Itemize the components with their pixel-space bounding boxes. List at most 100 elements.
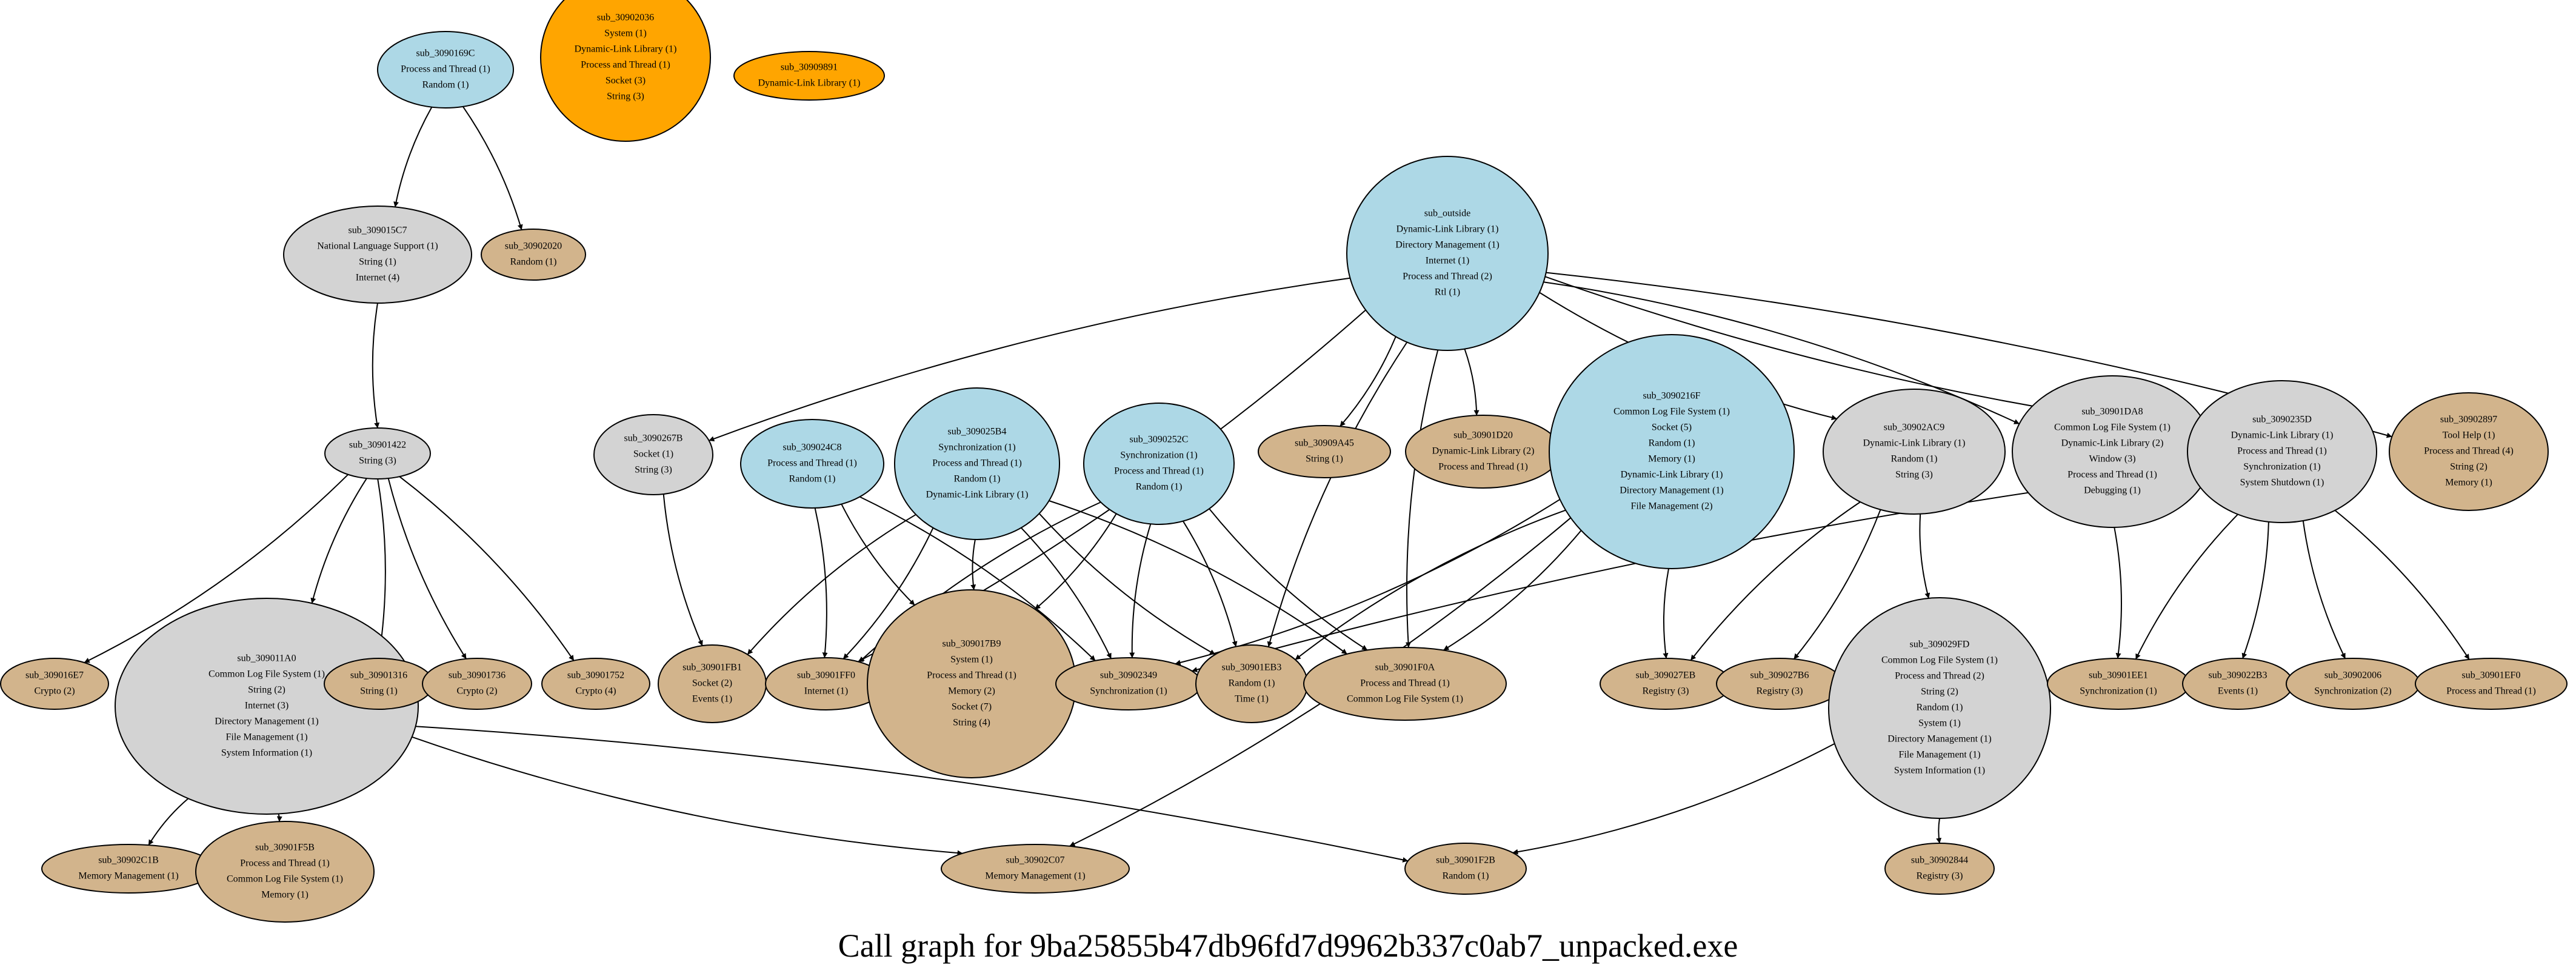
node-api-category: Random (1) [1917,703,1963,713]
call-edge [1209,508,1368,651]
call-edge [841,504,915,606]
node-api-category: Random (1) [1136,482,1183,492]
call-edge [1129,524,1152,658]
node-ellipse [1346,156,1549,351]
node-api-category: Rtl (1) [1435,287,1460,298]
node-title: sub_30901316 [350,670,407,681]
call-edge [393,107,433,207]
node-title: sub_30902C1B [98,855,159,866]
node-api-category: Memory Management (1) [78,871,178,881]
node-api-category: Dynamic-Link Library (1) [2231,430,2334,441]
node-title: sub_30901736 [449,670,506,681]
node-title: sub_outside [1424,209,1470,219]
node-api-category: Dynamic-Link Library (2) [1432,446,1535,456]
node-ellipse [2187,380,2377,523]
node-api-category: Synchronization (1) [2243,462,2321,472]
node-title: sub_309029FD [1910,640,1970,650]
node-api-category: Synchronization (1) [2080,686,2157,697]
call-edge [2302,520,2346,659]
node-ellipse [1083,403,1235,525]
node-api-category: String (4) [953,718,990,728]
node-title: sub_309025B4 [948,427,1007,437]
node-api-category: Registry (3) [1917,871,1963,881]
node-api-category: Process and Thread (1) [2067,470,2157,480]
node-ellipse [283,206,472,304]
node-title: sub_30902036 [597,13,654,23]
node-api-category: File Management (1) [1898,750,1980,760]
call-edge [1512,743,1835,855]
call-edge [2334,510,2470,660]
node-api-category: Memory (1) [261,890,309,900]
node-api-category: Common Log File System (1) [209,669,325,680]
graph-caption: Call graph for 9ba25855b47db96fd7d9962b3… [838,928,1738,964]
node-api-category: Process and Thread (2) [1895,671,1984,681]
node-title: sub_3090216F [1643,391,1700,401]
node-api-category: Debugging (1) [2084,486,2141,496]
node-api-category: Process and Thread (1) [1438,462,1528,472]
node-title: sub_30901D20 [1453,430,1513,441]
node-api-category: String (3) [607,92,644,102]
call-edge [1793,509,1881,660]
node-api-category: Random (1) [422,80,469,90]
node-ellipse [422,658,532,710]
call-edge [1295,509,1566,660]
node-ellipse [324,658,434,710]
node-title: sub_30901F5B [255,843,315,853]
call-edge [1919,513,1930,599]
node-title: sub_30901DA8 [2081,407,2143,417]
node-api-category: Common Log File System (1) [1613,407,1730,417]
node-title: sub_30909891 [781,62,838,73]
node-title: sub_309027EB [1636,670,1696,681]
node-api-category: Common Log File System (1) [1347,694,1463,704]
node-ellipse [2415,658,2568,710]
node-api-category: Memory (1) [1648,454,1695,464]
node-api-category: System (1) [1918,718,1961,729]
call-edge [2135,513,2238,660]
call-edge [1405,350,1439,648]
node-title: sub_309015C7 [349,226,407,236]
call-edge [1035,513,1117,610]
node-title: sub_309024C8 [783,443,842,453]
node-ellipse [1823,389,2006,515]
node-api-category: Registry (3) [1757,686,1803,697]
node-ellipse [324,427,431,480]
node-title: sub_30909A45 [1295,438,1354,449]
node-api-category: System Information (1) [1894,766,1985,776]
node-ellipse [2286,658,2420,710]
call-edge [814,507,828,658]
node-api-category: Process and Thread (1) [1114,466,1204,476]
node-api-category: File Management (2) [1630,501,1712,512]
node-ellipse [2182,658,2294,710]
call-edge [412,736,963,856]
node-api-category: Memory Management (1) [985,871,1085,881]
call-edge [1663,568,1669,659]
node-ellipse [733,51,885,101]
node-api-category: Synchronization (1) [1090,686,1167,697]
call-edge [399,476,575,661]
node-title: sub_30901752 [567,670,624,681]
node-api-category: Random (1) [789,474,836,484]
node-api-category: Process and Thread (1) [581,60,670,70]
node-ellipse [894,387,1060,540]
node-api-category: Internet (1) [1426,256,1469,266]
node-title: sub_30901EF0 [2462,670,2521,681]
node-ellipse [1828,597,2051,819]
